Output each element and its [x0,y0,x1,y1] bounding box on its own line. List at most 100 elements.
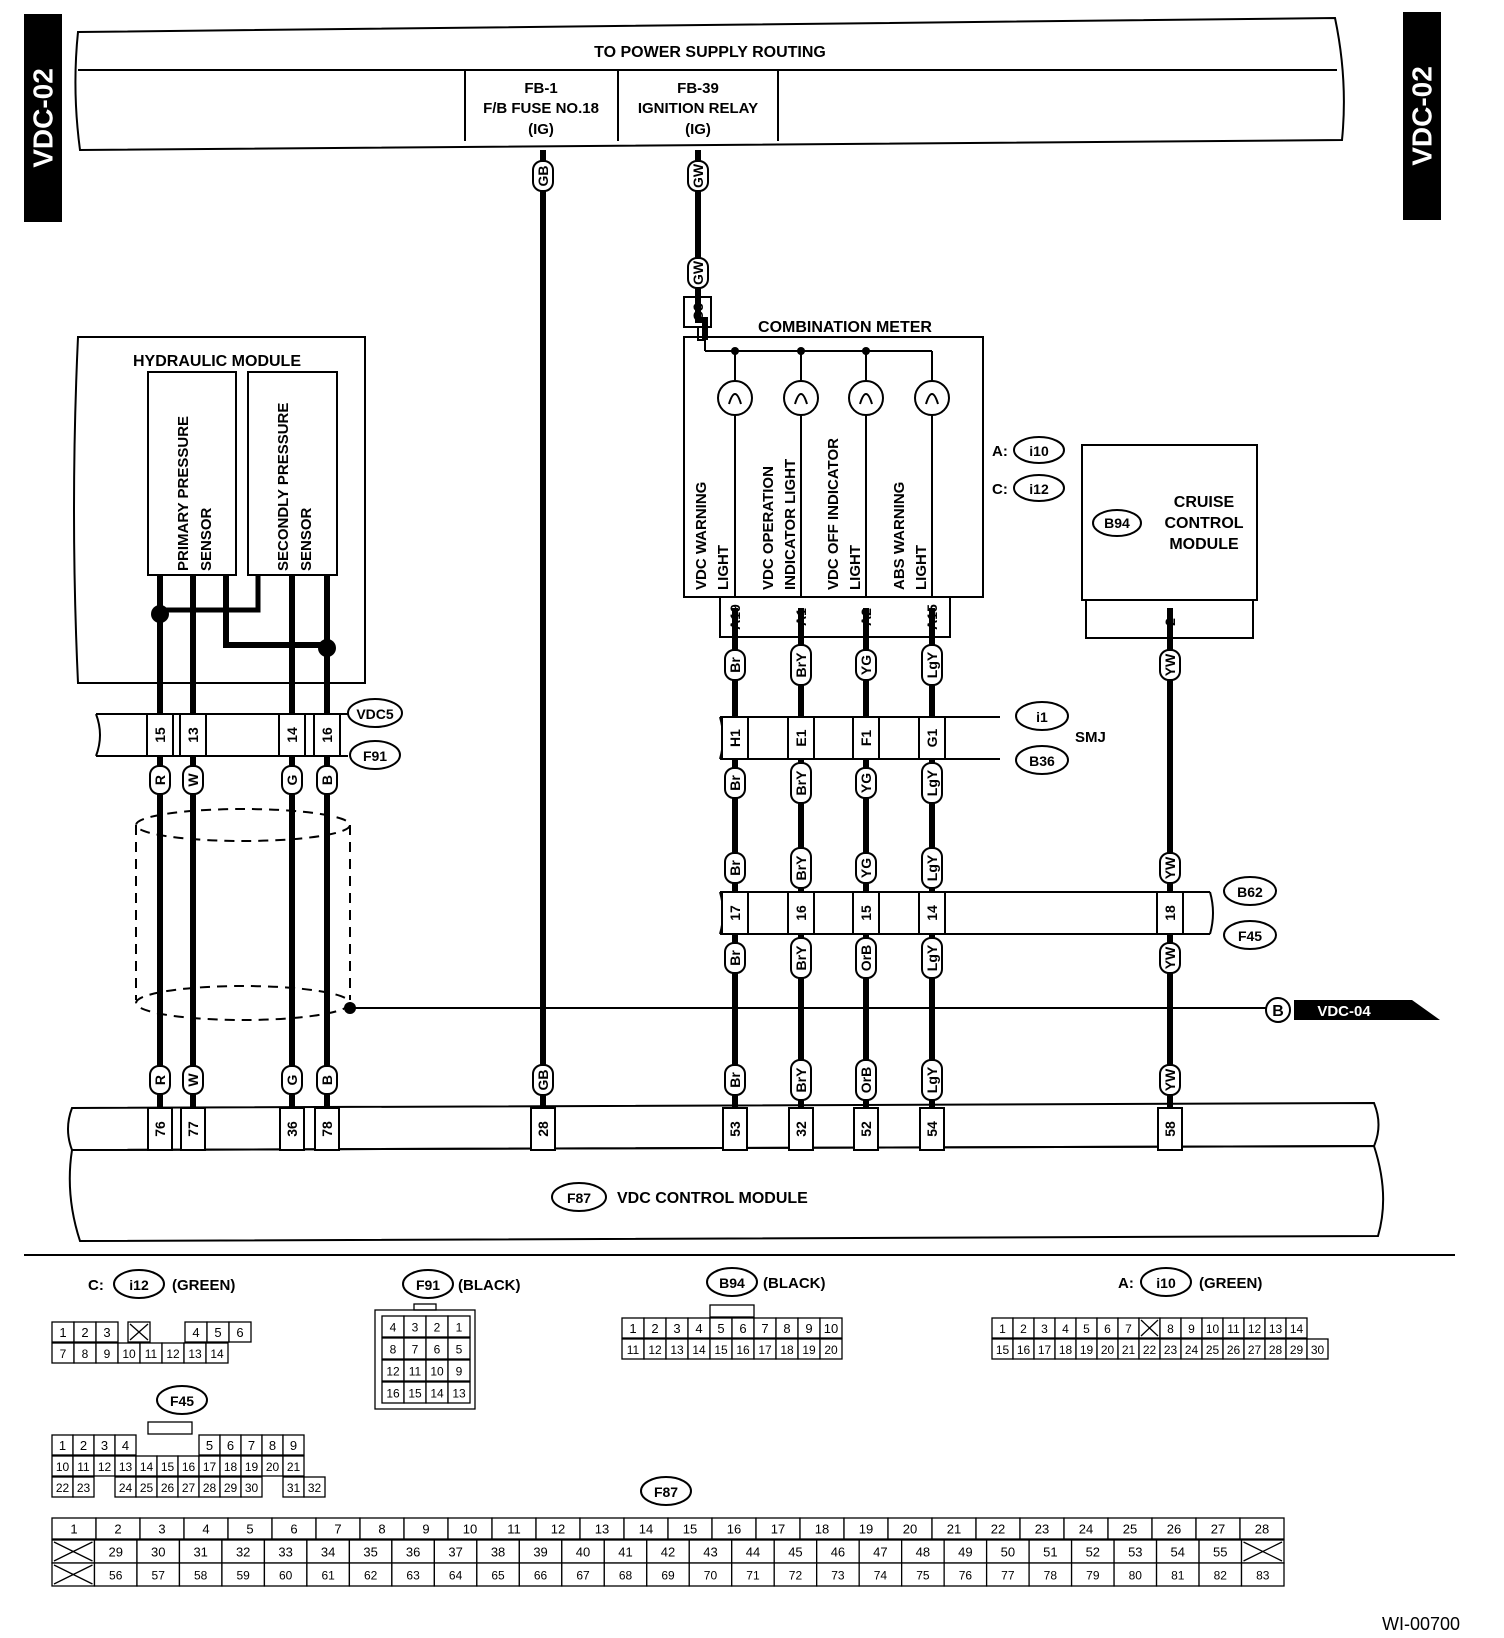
wire-tag-meter-b: LgY [921,762,943,804]
svg-text:60: 60 [279,1569,293,1583]
svg-text:28: 28 [1255,1522,1269,1537]
figure-id: WI-00700 [1382,1614,1460,1634]
wire-tag-meter-b: YG [855,767,877,799]
abs-warning-label-2: LIGHT [913,545,930,590]
svg-text:22: 22 [56,1481,70,1495]
svg-text:A:: A: [992,443,1008,460]
svg-text:LgY: LgY [924,854,940,881]
svg-text:7: 7 [334,1522,341,1537]
svg-text:54: 54 [1171,1545,1185,1560]
svg-text:1: 1 [59,1438,66,1453]
svg-text:27: 27 [1211,1522,1225,1537]
svg-text:5: 5 [456,1343,463,1357]
wire-tag-meter-b: Br [724,767,746,799]
vdc-operation-label-2: INDICATOR LIGHT [782,459,799,590]
wire-tag-meter-e: Br [724,1064,746,1096]
combination-meter-title: COMBINATION METER [758,319,932,336]
svg-text:14: 14 [639,1522,653,1537]
f45-view-badge: F45 [156,1385,208,1415]
svg-text:11: 11 [627,1343,640,1357]
svg-text:9: 9 [456,1365,463,1379]
svg-text:4: 4 [695,1321,702,1336]
svg-text:BrY: BrY [793,770,809,796]
svg-text:17: 17 [1038,1343,1052,1357]
svg-text:15: 15 [996,1343,1010,1357]
svg-text:21: 21 [947,1522,961,1537]
svg-text:Br: Br [727,1072,743,1088]
svg-text:3: 3 [412,1321,419,1335]
svg-text:9: 9 [104,1347,111,1361]
svg-text:6: 6 [290,1522,297,1537]
svg-text:56: 56 [109,1569,123,1583]
wire-tag-hyd-top: R [149,765,171,795]
svg-text:6: 6 [739,1321,746,1336]
svg-text:14: 14 [140,1460,154,1474]
svg-text:2: 2 [81,1325,88,1340]
svg-text:F45: F45 [170,1393,194,1409]
svg-text:4: 4 [390,1321,397,1335]
svg-text:12: 12 [1248,1322,1262,1336]
svg-text:5: 5 [214,1325,221,1340]
svg-text:26: 26 [161,1481,175,1495]
svg-text:3: 3 [103,1325,110,1340]
svg-text:YG: YG [858,655,874,675]
wire-tag-hyd-bottom: W [182,1065,204,1095]
svg-text:68: 68 [619,1569,633,1583]
svg-text:3: 3 [1041,1322,1048,1336]
svg-text:65: 65 [491,1569,505,1583]
svg-text:21: 21 [287,1460,301,1474]
svg-text:Br: Br [727,950,743,966]
svg-text:36: 36 [284,1121,300,1137]
f91-connector-band [95,713,348,757]
fb1-label-3: (IG) [528,121,554,138]
svg-text:2: 2 [80,1438,87,1453]
svg-text:50: 50 [1001,1545,1015,1560]
wire-junctions [151,605,336,657]
svg-text:12: 12 [551,1522,565,1537]
svg-text:17: 17 [203,1460,217,1474]
svg-text:F45: F45 [1238,928,1262,944]
power-supply-title: TO POWER SUPPLY ROUTING [594,44,826,61]
b94-view-badge: B94 [706,1267,758,1297]
wire-tag-meter-c: LgY [921,847,943,889]
svg-text:78: 78 [319,1121,335,1137]
i10-badge: i10 [1140,1267,1192,1297]
svg-text:32: 32 [308,1481,322,1495]
svg-text:VDC-02: VDC-02 [28,68,59,168]
svg-text:6: 6 [1104,1322,1111,1336]
svg-text:BrY: BrY [793,652,809,678]
svg-text:42: 42 [661,1545,675,1560]
svg-text:27: 27 [1248,1343,1262,1357]
svg-text:19: 19 [1080,1343,1094,1357]
wire-tag-gw-mid: GW [687,257,709,289]
svg-text:B: B [1272,1003,1284,1020]
wire-tag-yw: YW [1159,1064,1181,1096]
wire-tag-meter-b: BrY [790,762,812,804]
svg-text:21: 21 [1122,1343,1136,1357]
vdc-control-module [67,1101,1385,1243]
svg-text:Br: Br [727,775,743,791]
svg-text:A1: A1 [793,608,809,626]
svg-text:30: 30 [1311,1343,1325,1357]
svg-text:4: 4 [1062,1322,1069,1336]
svg-text:VDC CONTROL MODULE: VDC CONTROL MODULE [617,1190,808,1207]
svg-text:74: 74 [874,1569,888,1583]
svg-text:26: 26 [1167,1522,1181,1537]
svg-text:71: 71 [746,1569,760,1583]
svg-text:15: 15 [683,1522,697,1537]
power-supply-block [74,16,1345,152]
svg-text:47: 47 [873,1545,887,1560]
svg-text:H1: H1 [727,729,743,747]
svg-text:32: 32 [236,1545,250,1560]
svg-text:63: 63 [406,1569,420,1583]
svg-text:F87: F87 [654,1484,678,1500]
svg-text:23: 23 [77,1481,91,1495]
svg-text:3: 3 [158,1522,165,1537]
svg-text:i10: i10 [1156,1275,1176,1291]
